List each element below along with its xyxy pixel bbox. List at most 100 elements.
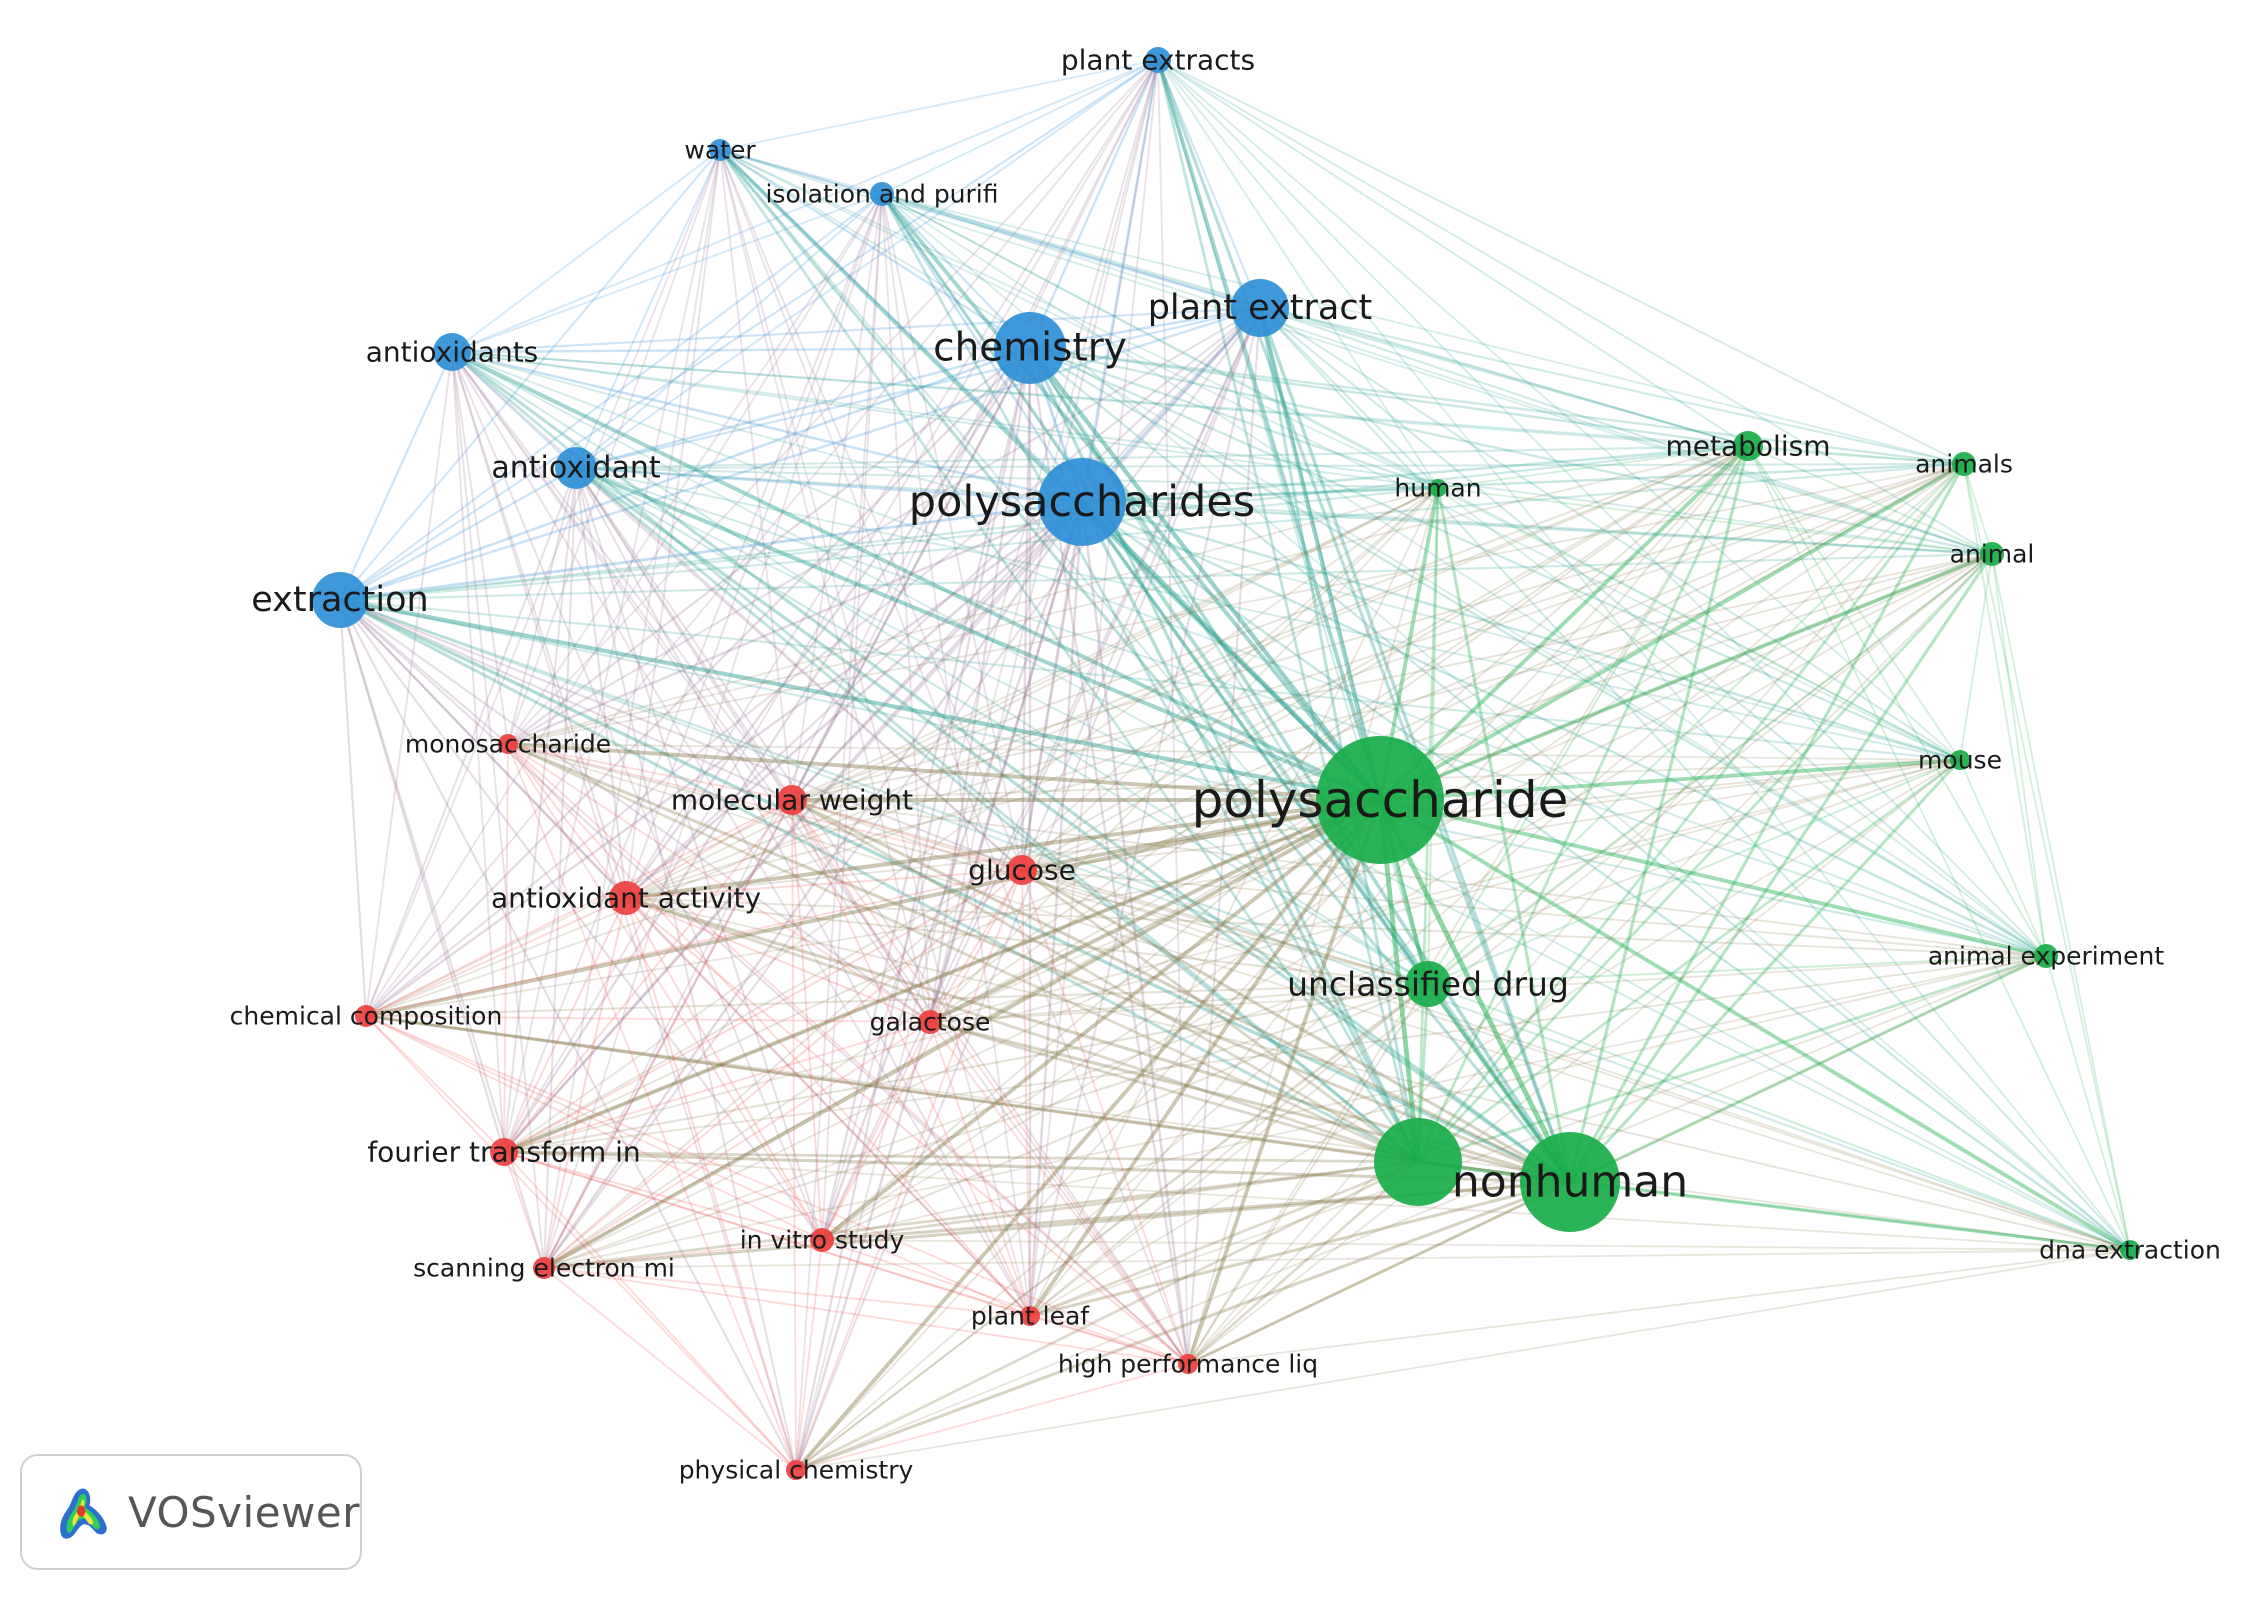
node-dna-extraction[interactable] [2120, 1240, 2140, 1260]
edge-sem-physical-chemistry [543, 1267, 797, 1471]
node-in-vitro[interactable] [810, 1228, 834, 1252]
edge-antioxidants-extraction [338, 351, 454, 601]
edge-plant-extract-monosaccharide [507, 307, 1261, 745]
edge-antioxidant-activity-hplc [625, 897, 1189, 1365]
edge-antioxidant-plant-leaf [575, 467, 1031, 1317]
node-antioxidants[interactable] [433, 333, 471, 371]
edge-nonhuman-physical-chemistry [795, 1180, 1571, 1472]
edge-dna-extraction-sem [543, 1249, 2131, 1269]
node-extraction[interactable] [312, 572, 368, 628]
edge-polysaccharides-mouse [1081, 500, 1961, 762]
node-plant-extracts[interactable] [1145, 47, 1171, 73]
edge-plant-extract-molecular-weight [791, 307, 1261, 801]
node-animals[interactable] [1952, 452, 1976, 476]
edge-isolation-glucose [881, 193, 1023, 871]
edge-plant-extract-nonhuman [1258, 307, 1572, 1183]
edge-unclassified-drug-molecular-weight [791, 798, 1429, 986]
edge-animal-experiment-glucose [1021, 869, 2047, 957]
edge-plant-extracts-human [1157, 59, 1439, 489]
node-fourier[interactable] [490, 1138, 518, 1166]
edge-chemistry-physical-chemistry [794, 347, 1032, 1471]
node-antioxidant[interactable] [555, 447, 597, 489]
node-glucose[interactable] [1007, 855, 1037, 885]
edge-molecular-weight-fourier [503, 799, 793, 1153]
node-plant-extract[interactable] [1231, 279, 1289, 337]
edge-polysaccharide-hplc [1186, 799, 1382, 1365]
edge-extraction-chemical-composition [338, 599, 368, 1017]
edge-polysaccharide-plant-leaf [1028, 798, 1382, 1318]
node-nonhuman-hub[interactable] [1374, 1118, 1462, 1206]
edge-polysaccharides-extraction [339, 500, 1083, 602]
node-physical-chemistry[interactable] [786, 1460, 806, 1480]
edge-human-nonhuman [1436, 487, 1572, 1183]
node-metabolism[interactable] [1733, 431, 1763, 461]
node-isolation[interactable] [870, 182, 894, 206]
node-nonhuman[interactable] [1520, 1132, 1620, 1232]
edge-antioxidant-activity-fourier [503, 897, 627, 1153]
node-human[interactable] [1429, 479, 1447, 497]
node-hplc[interactable] [1178, 1354, 1198, 1374]
edge-plant-extracts-in-vitro [821, 59, 1159, 1241]
edge-mouse-polysaccharide [1379, 758, 1961, 802]
edge-dna-extraction-in-vitro [821, 1239, 2131, 1251]
edge-plant-extract-glucose [1020, 307, 1262, 871]
edge-animals-fourier [503, 463, 1965, 1153]
edge-antioxidant-nonhuman-hub [575, 466, 1419, 1164]
node-plant-leaf[interactable] [1020, 1306, 1040, 1326]
node-antioxidant-activity[interactable] [609, 881, 643, 915]
edge-antioxidants-unclassified-drug [451, 351, 1429, 985]
edge-antioxidants-polysaccharide [451, 350, 1381, 802]
edge-chemistry-in-vitro [820, 347, 1032, 1241]
edge-nonhuman-glucose [1021, 868, 1571, 1184]
edge-dna-extraction-monosaccharide [507, 743, 2131, 1251]
edge-unclassified-drug-sem [543, 983, 1429, 1269]
node-chemistry[interactable] [994, 312, 1066, 384]
edge-animal-dna-extraction [1991, 553, 2131, 1251]
node-unclassified-drug[interactable] [1405, 961, 1451, 1007]
edge-molecular-weight-physical-chemistry [791, 799, 797, 1471]
edge-chemistry-animal-experiment [1029, 346, 2047, 958]
edge-plant-extracts-antioxidants [451, 59, 1159, 353]
node-label-monosaccharide: monosaccharide [405, 730, 611, 759]
node-monosaccharide[interactable] [498, 734, 518, 754]
edge-mouse-hplc [1187, 759, 1961, 1365]
edge-galactose-hplc [929, 1021, 1189, 1365]
edge-human-glucose [1021, 487, 1439, 871]
edge-antioxidant-activity-chemical-composition [365, 897, 627, 1017]
edge-plant-extract-human [1259, 307, 1439, 489]
edge-polysaccharides-chemical-composition [365, 500, 1083, 1018]
edge-polysaccharides-antioxidant-activity [625, 501, 1083, 899]
node-galactose[interactable] [918, 1010, 942, 1034]
edge-polysaccharide-dna-extraction [1379, 798, 2131, 1252]
edge-isolation-molecular-weight [791, 193, 883, 801]
edge-metabolism-nonhuman-hub [1416, 445, 1750, 1163]
node-animal[interactable] [1980, 542, 2004, 566]
edge-plant-extract-metabolism [1259, 306, 1749, 448]
edge-isolation-antioxidants [451, 193, 883, 353]
edge-metabolism-galactose [929, 445, 1749, 1023]
node-animal-experiment[interactable] [2034, 944, 2058, 968]
node-polysaccharides[interactable] [1038, 458, 1126, 546]
node-chemical-composition[interactable] [355, 1005, 377, 1027]
node-molecular-weight[interactable] [777, 785, 807, 815]
edge-plant-extracts-metabolism [1157, 59, 1749, 447]
edge-animal-hplc [1187, 553, 1993, 1365]
edge-polysaccharide-galactose [929, 798, 1381, 1024]
edge-mouse-nonhuman-hub [1417, 758, 1961, 1164]
edge-animal-experiment-in-vitro [821, 955, 2047, 1241]
edge-molecular-weight-antioxidant-activity [625, 799, 793, 899]
edge-water-sem [543, 149, 721, 1269]
edge-water-plant-leaf [719, 149, 1031, 1317]
edge-extraction-polysaccharide [339, 597, 1381, 803]
node-polysaccharide[interactable] [1316, 736, 1444, 864]
edge-polysaccharide-antioxidant-activity [625, 798, 1381, 900]
node-water[interactable] [709, 139, 731, 161]
edge-water-human [719, 149, 1439, 489]
edge-antioxidant-activity-plant-leaf [625, 897, 1031, 1317]
node-sem[interactable] [533, 1257, 555, 1279]
edge-monosaccharide-antioxidant-activity [507, 743, 627, 899]
node-mouse[interactable] [1950, 750, 1970, 770]
edge-chemistry-extraction [339, 346, 1031, 602]
edge-dna-extraction-physical-chemistry [795, 1249, 2131, 1471]
